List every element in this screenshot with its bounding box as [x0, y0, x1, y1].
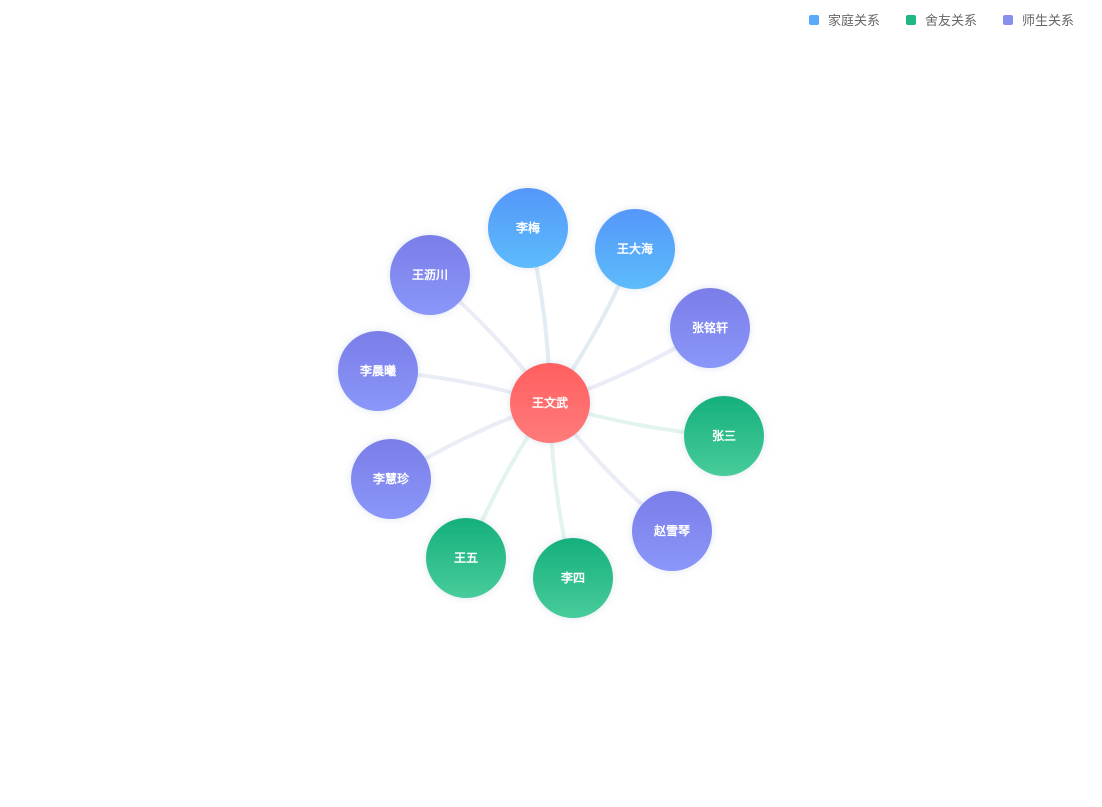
center-node[interactable]: 王文武: [510, 363, 590, 443]
node-1[interactable]: 李梅: [488, 188, 568, 268]
legend-label-family: 家庭关系: [827, 14, 880, 29]
node-5-circle: [632, 491, 712, 571]
legend-item-roommate[interactable]: 舍友关系: [905, 10, 977, 29]
node-7-circle: [426, 518, 506, 598]
legend: 家庭关系 舍友关系 师生关系: [808, 10, 1074, 29]
legend-label-teacher-student: 师生关系: [1021, 14, 1074, 29]
node-4-circle: [684, 396, 764, 476]
node-1-circle: [488, 188, 568, 268]
legend-item-family[interactable]: 家庭关系: [808, 10, 880, 29]
node-2-circle: [595, 209, 675, 289]
node-5[interactable]: 赵雪琴: [632, 491, 712, 571]
legend-swatch-roommate: [905, 14, 916, 25]
node-2[interactable]: 王大海: [595, 209, 675, 289]
node-7[interactable]: 王五: [426, 518, 506, 598]
legend-swatch-family: [808, 14, 819, 25]
node-6[interactable]: 李四: [533, 538, 613, 618]
node-6-circle: [533, 538, 613, 618]
node-3[interactable]: 张铭轩: [670, 288, 750, 368]
node-8-circle: [351, 439, 431, 519]
legend-swatch-teacher-student: [1002, 14, 1013, 25]
node-3-circle: [670, 288, 750, 368]
legend-label-roommate: 舍友关系: [924, 14, 977, 29]
node-10-circle: [390, 235, 470, 315]
node-8[interactable]: 李慧珍: [351, 439, 431, 519]
center-node-circle: [510, 363, 590, 443]
node-4[interactable]: 张三: [684, 396, 764, 476]
node-9[interactable]: 李晨曦: [338, 331, 418, 411]
node-9-circle: [338, 331, 418, 411]
node-10[interactable]: 王沥川: [390, 235, 470, 315]
legend-item-teacher-student[interactable]: 师生关系: [1002, 10, 1074, 29]
